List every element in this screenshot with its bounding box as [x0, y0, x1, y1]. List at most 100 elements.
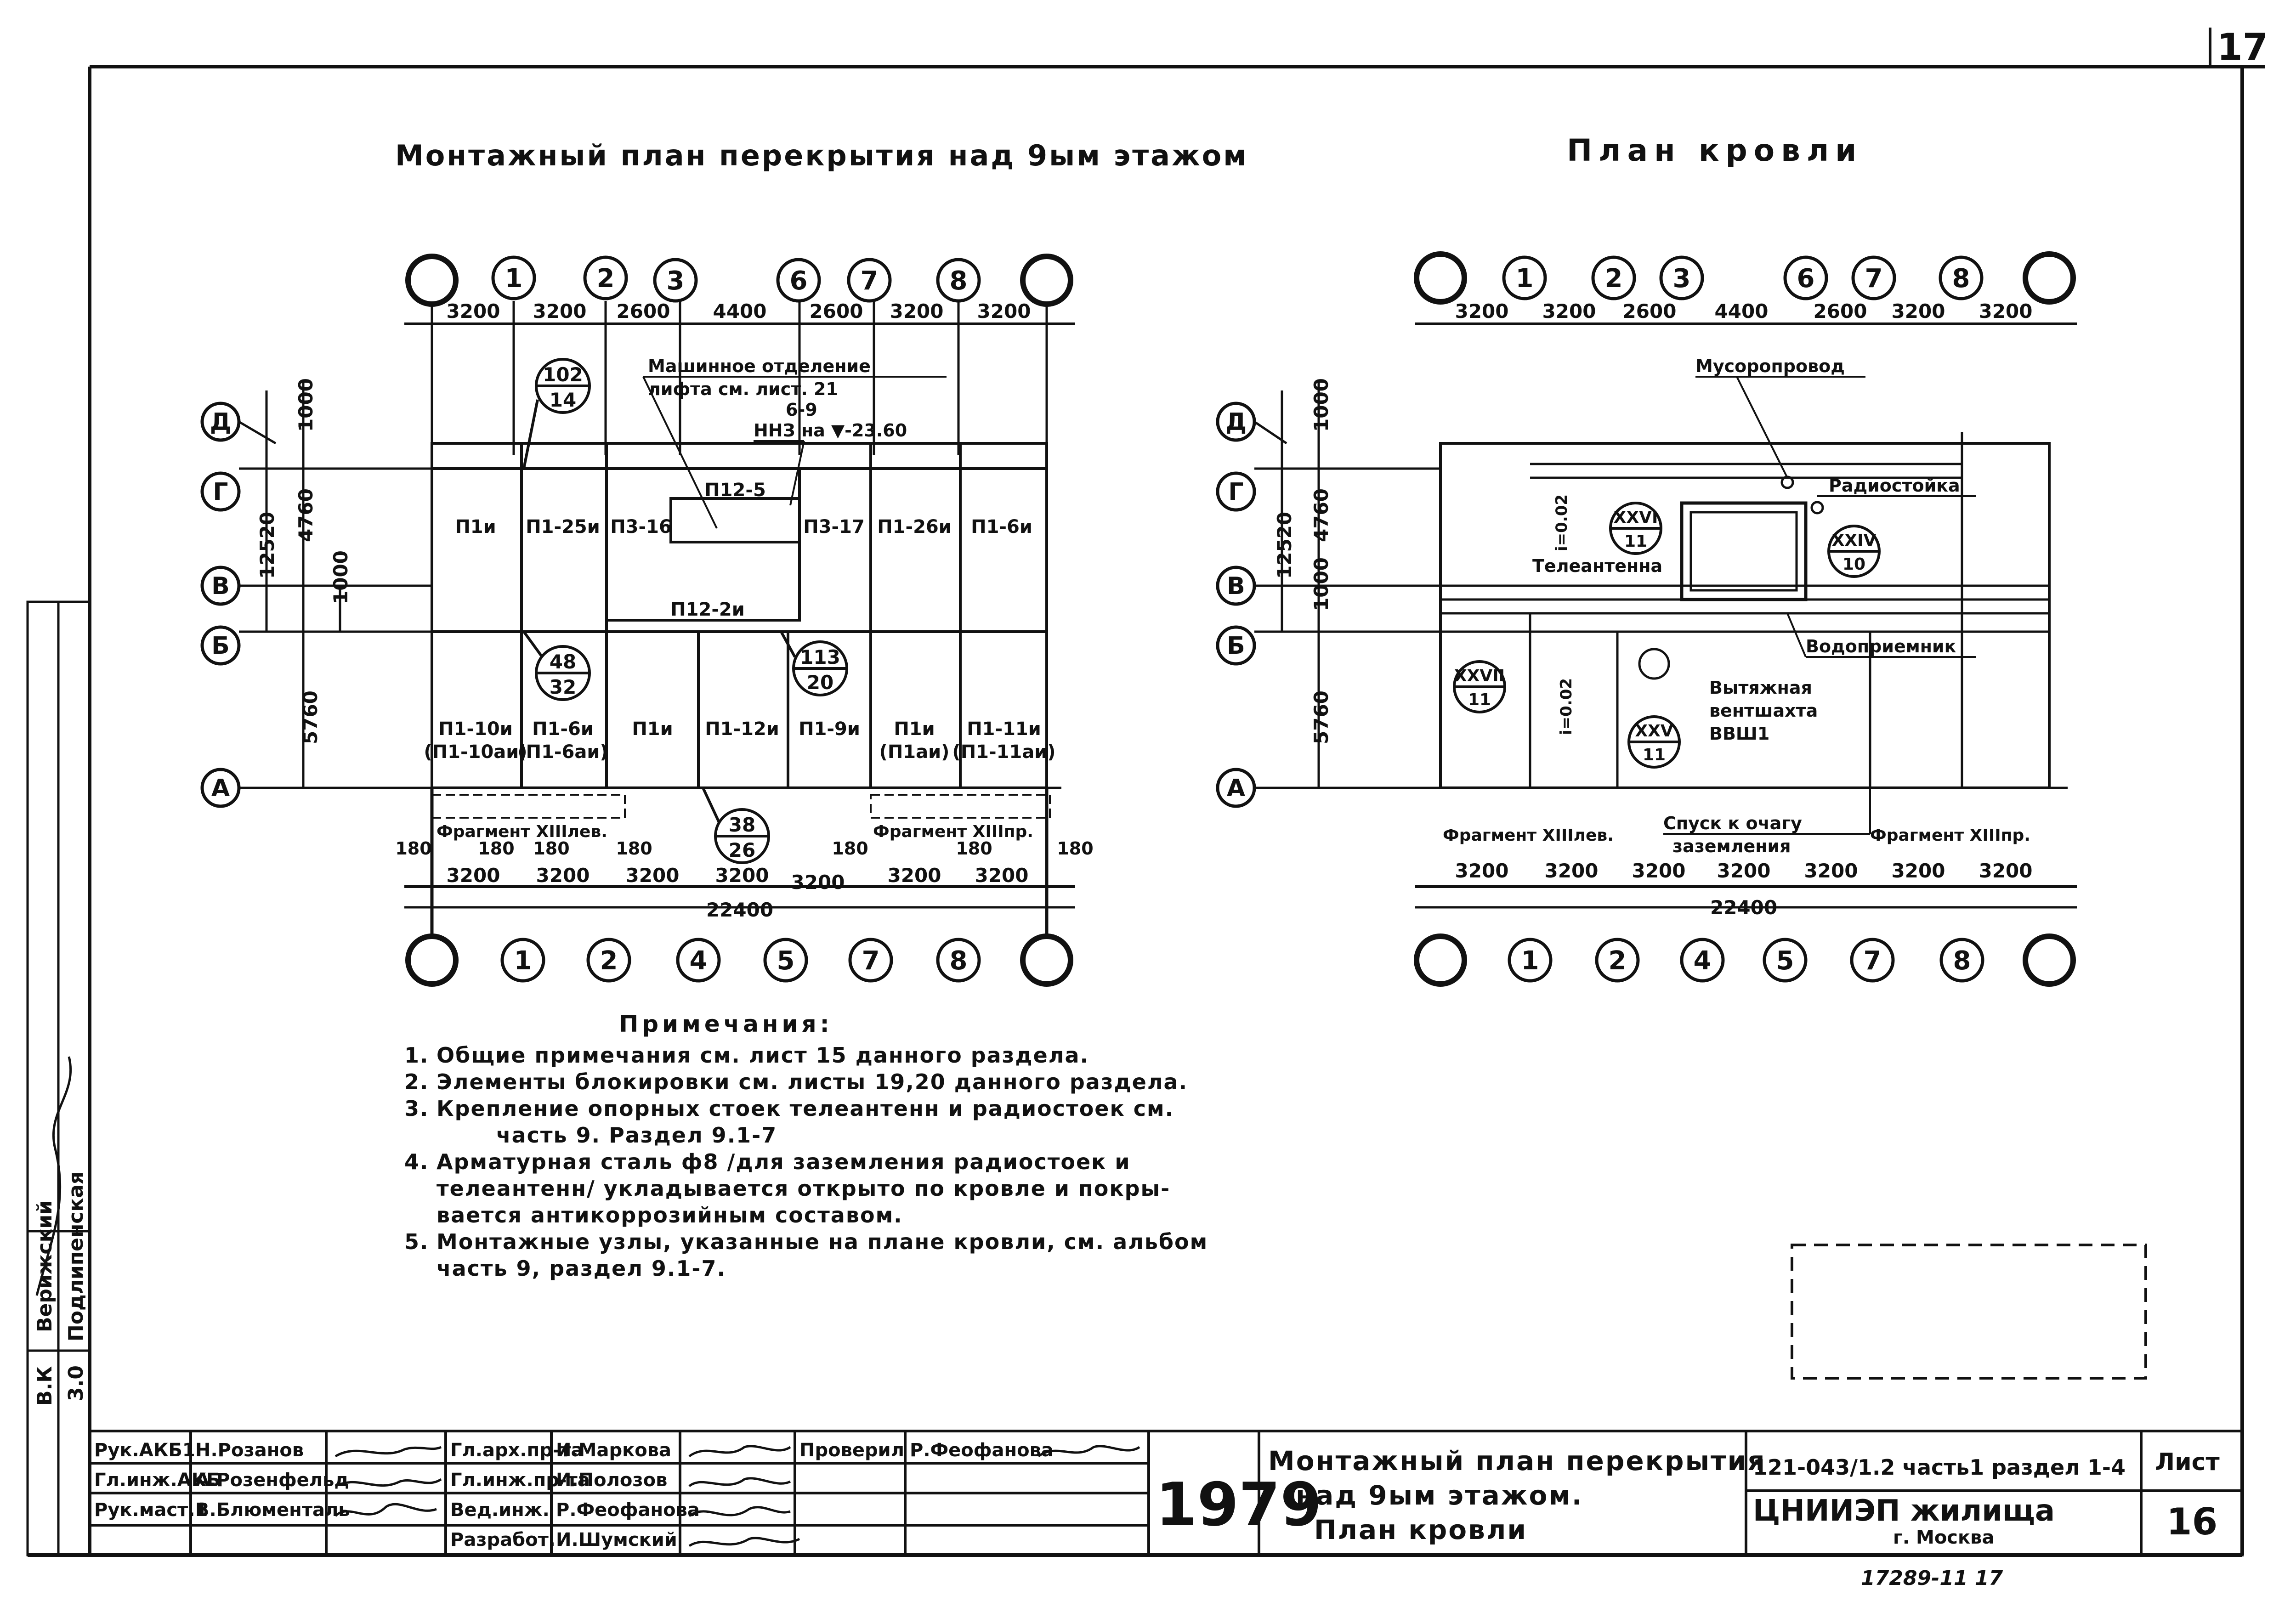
note-4-num: 4. — [404, 1149, 429, 1174]
callout-4-bottom: 26 — [729, 839, 755, 861]
r-axis-top-3: 3 — [1673, 264, 1691, 294]
r-bot-dim-3: 3200 — [1632, 860, 1686, 882]
slab-P12-5: П12-5 — [704, 480, 766, 501]
r-vent2: вентшахта — [1709, 701, 1818, 721]
note-4-cont2: вается антикоррозийным составом. — [437, 1203, 903, 1228]
r-frag-right: Фрагмент XIIIпр. — [1870, 826, 2030, 845]
right-plan: 1 2 3 6 7 8 3200 3200 2600 4400 2600 320… — [1216, 251, 2077, 987]
lift-note-3: 6-9 — [786, 400, 817, 420]
callout-1-top: 102 — [543, 363, 583, 386]
note-2-text: Элементы блокировки см. листы 19,20 данн… — [437, 1069, 1188, 1094]
edge-dim-6: 180 — [956, 838, 992, 859]
axis-top-6: 6 — [790, 266, 808, 296]
r-callout-4-bottom: 11 — [1643, 746, 1666, 764]
r-axis-top-8: 8 — [1952, 264, 1970, 294]
note-1-text: Общие примечания см. лист 15 данного раз… — [437, 1043, 1089, 1068]
r-slope1: i=0.02 — [1553, 494, 1571, 551]
r-water: Водоприемник — [1806, 636, 1956, 656]
r-frag-left: Фрагмент XIIIлев. — [1443, 826, 1614, 845]
axis-bot-5: 5 — [777, 946, 795, 976]
tb-title-1: Монтажный план перекрытия — [1268, 1445, 1766, 1477]
notes-block: Примечания: 1.Общие примечания см. лист … — [404, 1011, 1415, 1282]
r-vent1: Вытяжная — [1709, 678, 1812, 698]
r-row-A: А — [1227, 775, 1245, 802]
r-callout-1-bottom: 11 — [1624, 532, 1647, 551]
slab-b5: П1и — [632, 718, 673, 740]
tb-name-0: Н.Розанов — [195, 1440, 304, 1461]
top-dim-7: 3200 — [977, 300, 1031, 322]
r-bot-dim-6: 3200 — [1892, 860, 1945, 882]
slab-P1-6i: П1-6и — [971, 516, 1032, 537]
tb-checked-name: Р.Феофанова — [910, 1440, 1054, 1461]
r-callout-3-top: XXVII — [1454, 667, 1505, 685]
r-bot-dim-1: 3200 — [1455, 860, 1509, 882]
r-ground1: Спуск к очагу — [1663, 813, 1802, 833]
axis-top-1: 1 — [505, 264, 523, 294]
slab-b6: П1-12и — [705, 718, 779, 740]
r-side-dim-5760: 5760 — [1310, 690, 1332, 744]
left-plan-title: Монтажный план перекрытия над 9ым этажом — [395, 139, 1248, 172]
note-3-cont: часть 9. Раздел 9.1-7 — [496, 1123, 777, 1148]
tb-name2-0: И.Маркова — [556, 1440, 671, 1461]
dashed-placeholder-box — [1791, 1244, 2147, 1380]
side-dim-12520: 12520 — [256, 512, 278, 579]
r-callout-1-top: XXVI — [1614, 508, 1658, 527]
note-4-cont: телеантенн/ укладывается открыто по кров… — [437, 1176, 1171, 1201]
frag-right: Фрагмент XIIIпр. — [873, 822, 1033, 841]
bot-dim-4: 3200 — [715, 864, 769, 887]
slab-P1-26i: П1-26и — [877, 516, 952, 537]
slab-b2: (П1-10аи) — [424, 741, 527, 763]
slab-b8: П1и — [894, 718, 935, 740]
lift-note-4: ННЗ на ▼-23.60 — [754, 420, 907, 441]
top-dim-3: 2600 — [617, 300, 670, 322]
edge-dim-2: 180 — [478, 838, 514, 859]
tb-sheet-label: Лист — [2155, 1448, 2220, 1476]
r-top-dim-5: 2600 — [1814, 300, 1867, 322]
r-axis-top-6: 6 — [1797, 264, 1815, 294]
axis-top-8: 8 — [950, 266, 968, 296]
slab-b7: П1-9и — [799, 718, 860, 740]
tb-city: г. Москва — [1893, 1527, 1994, 1548]
stamp-code1: В.К — [33, 1366, 57, 1406]
r-row-D: Д — [1225, 408, 1247, 436]
row-V: В — [211, 572, 230, 600]
note-3-text: Крепление опорных стоек телеантенн и рад… — [437, 1096, 1174, 1121]
callout-2-bottom: 32 — [550, 676, 576, 698]
r-radio: Радиостойка — [1829, 475, 1960, 496]
title-block — [88, 1430, 2244, 1556]
tb-title-2: над 9ым этажом. — [1296, 1480, 1583, 1511]
r-row-G: Г — [1228, 478, 1243, 506]
r-callout-2-bottom: 10 — [1842, 555, 1865, 574]
r-row-B: Б — [1227, 632, 1245, 660]
r-tv: Телеантенна — [1532, 556, 1662, 576]
r-axis-bot-1: 1 — [1521, 946, 1539, 976]
r-side-dim-1000b: 1000 — [1310, 557, 1332, 611]
bot-dim-5: 3200 — [791, 871, 845, 894]
tb-role2-2: Вед.инж. — [450, 1499, 550, 1521]
slab-P3-17: П3-17 — [803, 516, 865, 537]
r-top-dim-4: 4400 — [1715, 300, 1769, 322]
r-axis-top-7: 7 — [1865, 264, 1883, 294]
slab-b4: (П1-6аи) — [517, 741, 608, 763]
tb-code: 121-043/1.2 часть1 раздел 1-4 — [1753, 1455, 2126, 1480]
r-axis-bot-7: 7 — [1864, 946, 1882, 976]
notes-heading: Примечания: — [619, 1011, 833, 1037]
r-bot-dim-2: 3200 — [1545, 860, 1599, 882]
axis-top-7: 7 — [861, 266, 879, 296]
r-axis-bot-2: 2 — [1609, 946, 1627, 976]
note-3-num: 3. — [404, 1096, 429, 1121]
r-top-dim-2: 3200 — [1542, 300, 1596, 322]
bottom-note: 17289-11 17 — [1861, 1567, 2003, 1590]
tb-sheet-num: 16 — [2166, 1500, 2217, 1543]
tb-title-3: План кровли — [1314, 1514, 1527, 1545]
row-A: А — [211, 775, 230, 802]
callout-3-top: 113 — [800, 646, 840, 668]
left-plan: 1 2 3 6 7 8 3200 3200 2600 4400 2600 320… — [200, 254, 1094, 987]
bot-dim-6: 3200 — [888, 864, 941, 887]
r-bot-dim-7: 3200 — [1979, 860, 2033, 882]
r-top-dim-7: 3200 — [1979, 300, 2033, 322]
callout-3-bottom: 20 — [807, 671, 833, 694]
r-bot-dim-4: 3200 — [1717, 860, 1771, 882]
top-dim-5: 2600 — [810, 300, 863, 322]
axis-bot-1: 1 — [514, 946, 532, 976]
